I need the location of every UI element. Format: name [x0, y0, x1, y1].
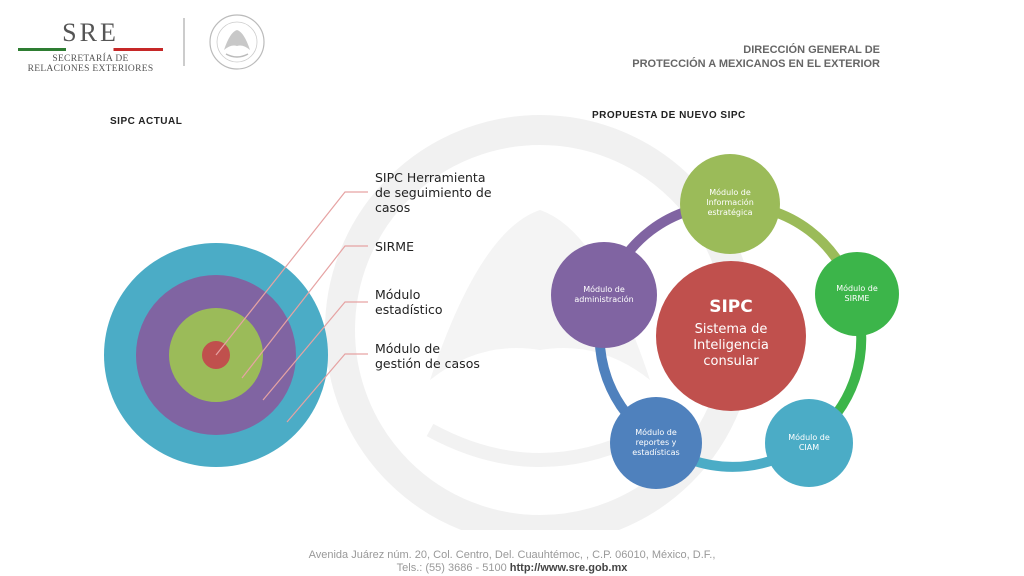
callout-line-4 [286, 353, 368, 423]
center-circle-sipc [656, 261, 806, 411]
national-seal-icon [209, 14, 265, 70]
sipc-actual-title: SIPC ACTUAL [110, 116, 183, 127]
sre-logo-subtitle-1: SECRETARÍA DE [52, 54, 129, 64]
module-sirme-text: Módulo de SIRME [836, 284, 878, 303]
label-sipc-herramienta: SIPC Herramienta de seguimiento de casos [375, 170, 492, 215]
module-administracion-text: Módulo de administración [574, 285, 634, 304]
footer-contact: Tels.: (55) 3686 - 5100 http://www.sre.g… [0, 562, 1024, 575]
label-modulo-estadistico: Módulo estadístico [375, 287, 443, 317]
nuevo-sipc-title: PROPUESTA DE NUEVO SIPC [592, 110, 746, 121]
sre-logo-word: SRE [62, 18, 119, 47]
logo-divider [183, 18, 185, 66]
nuevo-sipc-cycle [551, 154, 899, 489]
module-ciam-text: Módulo de CIAM [788, 433, 830, 452]
sre-logo-tricolor-bar [18, 48, 163, 51]
department-line-1: DIRECCIÓN GENERAL DE [743, 44, 880, 56]
label-modulo-gestion: Módulo de gestión de casos [375, 341, 480, 371]
sre-logo-subtitle-2: RELACIONES EXTERIORES [27, 64, 154, 74]
module-reportes-text: Módulo de reportes y estadísticas [632, 428, 680, 457]
footer-phone: Tels.: (55) 3686 - 5100 [396, 562, 507, 574]
footer: Avenida Juárez núm. 20, Col. Centro, Del… [0, 549, 1024, 575]
department-header: DIRECCIÓN GENERAL DE PROTECCIÓN A MEXICA… [632, 43, 880, 71]
label-sirme: SIRME [375, 239, 414, 254]
target-callout-lines [215, 191, 368, 423]
module-circle-informacion [680, 154, 780, 254]
module-circle-sirme [815, 252, 899, 336]
callout-line-1 [215, 191, 368, 356]
center-sipc-text: SIPC Sistema de Inteligencia consular [668, 296, 794, 370]
footer-url-link[interactable]: http://www.sre.gob.mx [509, 562, 628, 574]
department-line-2: PROTECCIÓN A MEXICANOS EN EL EXTERIOR [632, 58, 880, 70]
module-circle-administracion [551, 242, 657, 348]
callout-line-3 [262, 301, 368, 401]
footer-address: Avenida Juárez núm. 20, Col. Centro, Del… [308, 549, 716, 561]
callout-line-2 [241, 245, 368, 379]
module-circle-reportes [610, 397, 702, 489]
sre-logo: SRE SECRETARÍA DE RELACIONES EXTERIORES [18, 20, 163, 74]
module-informacion-text: Módulo de Información estratégica [706, 188, 754, 217]
center-sipc-title: SIPC [709, 297, 753, 317]
module-circle-ciam [765, 399, 853, 487]
